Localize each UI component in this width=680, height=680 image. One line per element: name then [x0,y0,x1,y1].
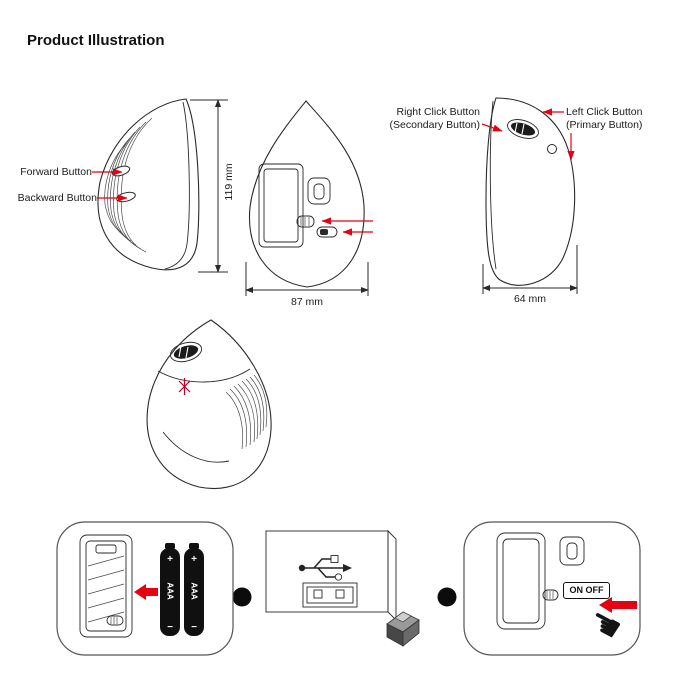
page-title: Product Illustration [27,32,165,49]
separator-dot-2 [437,587,457,607]
callout-arrows [92,108,575,236]
battery-bay-shape [79,534,133,638]
slider-switch-shape [316,226,338,238]
depth-dimension-label: 64 mm [513,293,547,305]
battery-panel-drawing: + AAA − + AAA − [56,521,234,656]
usb-connector-shape [302,582,358,608]
side-view-left-drawing [97,98,200,271]
switch-module-shape [559,536,585,566]
aaa-battery-1: + AAA − [160,543,180,636]
separator-dot-1 [232,587,252,607]
left-click-line1: Left Click Button [566,106,643,118]
battery-negative-mark: − [191,622,197,633]
forward-button-shape [111,165,131,177]
battery-positive-mark: + [167,554,173,565]
power-panel-drawing [463,521,641,656]
depth-dimension-line [482,245,578,294]
bottom-view-drawing [248,100,365,288]
perspective-view-drawing [146,319,272,489]
battery-negative-mark: − [167,622,173,633]
backward-button-label: Backward Button [17,192,97,204]
side-view-right-drawing [485,97,576,286]
power-switch-shape [542,589,559,601]
backward-button-shape [116,191,136,203]
usb-receiver-dongle [386,611,420,647]
right-click-line2: (Secondary Button) [389,119,480,131]
right-click-arrow [481,123,503,132]
height-dimension-line [190,99,228,273]
height-dimension-label: 119 mm [223,163,235,201]
switch-arrow [599,597,637,613]
battery-positive-mark: + [191,554,197,565]
dpi-button-shape [547,144,557,154]
battery-compartment-shape [258,163,304,248]
switch-module-shape [307,177,331,205]
on-off-switch-label: ON OFF [563,582,610,599]
width-dimension-line [245,262,369,296]
aaa-battery-2: + AAA − [184,543,204,636]
right-click-button-label: Right Click Button (Secondary Button) [370,106,480,132]
forward-button-label: Forward Button [20,166,92,178]
width-dimension-label: 87 mm [290,296,324,308]
insert-arrow [134,584,158,600]
battery-cover-shape [496,532,546,630]
scroll-wheel-shape [173,345,199,359]
usb-icon [298,555,352,581]
left-click-line2: (Primary Button) [566,119,643,131]
right-click-line1: Right Click Button [396,106,480,118]
dpi-cross-mark [178,378,191,395]
receiver-panel-drawing [265,529,420,647]
battery-size-label: AAA [166,582,175,600]
sensor-capsule-shape [296,215,315,228]
left-click-button-label: Left Click Button (Primary Button) [566,106,676,132]
scroll-wheel-outline [507,119,539,139]
card-sheet-shape [265,530,389,613]
battery-size-label: AAA [190,582,199,600]
